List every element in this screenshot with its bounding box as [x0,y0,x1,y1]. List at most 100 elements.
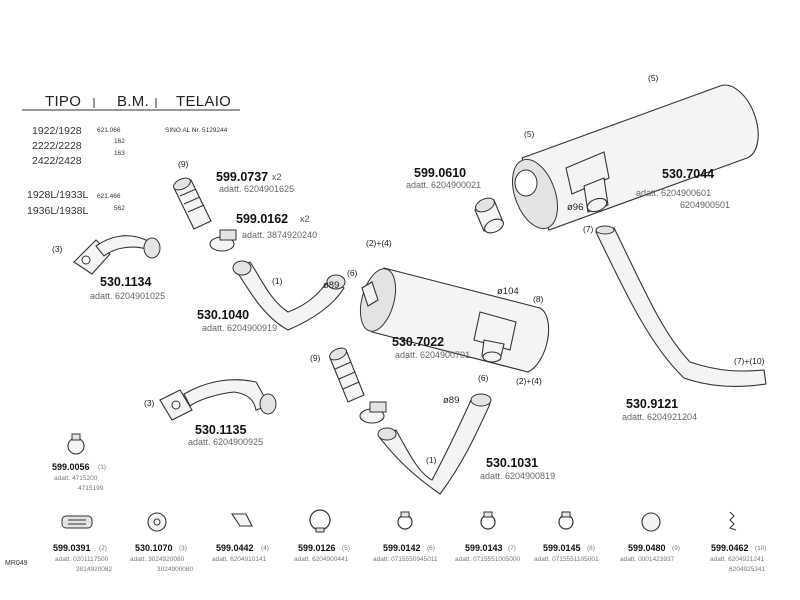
callout-6: (6) [347,268,358,278]
part-number-5309121: 530.9121 [626,397,679,411]
part-qty-5990737: x2 [272,172,282,182]
part-number-5990162: 599.0162 [236,212,289,226]
manifold-pipe-lower-drawing [159,379,277,421]
part-adatt-5301135: adatt. 6204900925 [188,437,264,447]
table-row-bm: 162 [114,138,125,145]
bottom-part-adatt2: 3024900080 [157,566,194,573]
bottom-part-ref: (8) [587,545,595,552]
part-adatt-5990056: adatt. 4715200 [54,475,98,482]
bottom-part-adatt: adatt. 3024920080 [130,556,185,563]
callout-2-4: (2)+(4) [366,238,392,248]
bottom-part-ref: (2) [99,545,107,552]
bottom-part-adatt2: 6204925341 [729,566,766,573]
callout-8: (8) [533,294,544,304]
callout-6: (6) [478,373,489,383]
part-adatt-5301134: adatt. 6204901025 [90,291,166,301]
table-header-bm: B.M. [117,93,150,110]
bottom-part-adatt2: 3814920082 [76,566,113,573]
table-row-bm: 163 [114,150,125,157]
table-row-bm: 621.066 [97,127,121,134]
table-row-telaio: SINO AL Nr. 5129244 [165,127,228,134]
bottom-part-adatt: adatt. 0001423937 [620,556,675,563]
part-number-5307022: 530.7022 [392,335,445,349]
callout-3: (3) [144,398,155,408]
bottom-part-adatt: adatt. 6204921241 [710,556,765,563]
part-number-5301135: 530.1135 [195,423,247,437]
bottom-part-number: 599.0145 [543,543,581,553]
table-row-tipo: 1922/1928 [32,125,82,137]
callout-1: (1) [426,455,437,465]
dimension-label: ø104 [497,286,519,297]
bottom-part-ref: (5) [342,545,350,552]
part-adatt-5307044: adatt. 6204900601 [636,188,712,198]
table-row-tipo: 2422/2428 [32,155,82,167]
bottom-part-ref: (9) [672,545,680,552]
bottom-part-ref: (7) [508,545,516,552]
bottom-part-number: 599.0143 [465,543,503,553]
pipe-1040-drawing [232,260,346,331]
bottom-part-ref: (4) [261,545,269,552]
tailpipe-drawing [595,225,767,388]
bottom-part-number: 530.1070 [135,543,173,553]
bottom-part-adatt: adatt. 0201117500 [55,556,109,563]
bottom-part-number: 599.0462 [711,543,749,553]
bottom-part-number: 599.0142 [383,543,421,553]
table-header-lines [22,98,240,111]
dimension-label: ø89 [443,395,460,406]
bottom-part-number: 599.0442 [216,543,254,553]
rear-muffler-drawing [512,84,759,231]
callout-5: (5) [648,73,659,83]
part-adatt-5990737: adatt. 6204901625 [219,184,295,194]
dimension-label: ø96 [567,202,584,213]
bottom-part-ref: (6) [427,545,435,552]
table-header-tipo: TIPO [45,93,82,110]
front-muffler-drawing [359,267,550,373]
table-row-tipo: 2222/2228 [32,140,82,152]
bottom-part-adatt: adatt. 6204900441 [294,556,349,563]
clamp-upper-drawing [209,229,237,252]
bottom-part-ref: (10) [755,545,767,552]
manifold-pipe-upper-drawing [73,235,161,275]
part-qty-5990162: x2 [300,214,310,224]
part-number-5990056: 599.0056 [52,462,90,472]
part-adatt-5307022: adatt. 6204900701 [395,350,471,360]
table-header-telaio: TELAIO [176,93,232,110]
part-adatt2-5990056: 4715199 [78,485,104,492]
bottom-part-adatt: adatt. 0715551105001 [534,556,599,563]
table-row-bm: 621.466 [97,193,121,200]
part-adatt-5301040: adatt. 6204900919 [202,323,278,333]
part-adatt-5309121: adatt. 6204921204 [622,412,698,422]
part-adatt-5301031: adatt. 6204900819 [480,471,556,481]
sleeve-drawing [474,197,504,234]
part-ref-5990056: (1) [98,464,106,471]
clamp-0056-drawing [67,433,85,455]
callout-7: (7) [583,224,594,234]
clamp-lower-drawing [359,401,387,424]
bottom-icons [61,509,737,533]
part-number-5990737: 599.0737 [216,170,269,184]
bottom-part-number: 599.0480 [628,543,666,553]
bottom-part-ref: (3) [179,545,187,552]
part-adatt-5990610: adatt. 6204900021 [406,180,482,190]
bottom-part-adatt: adatt. 0715551005000 [455,556,521,563]
pipe-1031-drawing [377,393,492,495]
part-number-5301040: 530.1040 [197,308,250,322]
bottom-part-number: 599.0126 [298,543,336,553]
diagram-code: MR049 [5,560,28,567]
table-row-tipo: 1936L/1938L [27,205,89,217]
callout-3: (3) [52,244,63,254]
callout-2-4: (2)+(4) [516,376,542,386]
part-adatt-5990162: adatt. 3874920240 [242,230,318,240]
table-row-bm: 562 [114,205,125,212]
table-row-tipo: 1928L/1933L [27,189,89,201]
callout-9: (9) [178,159,189,169]
part-number-5301031: 530.1031 [486,456,539,470]
part-number-5307044: 530.7044 [662,167,715,181]
flex-pipe-upper-drawing [173,177,212,230]
part-number-5990610: 599.0610 [414,166,467,180]
part-adatt2-5307044: 6204900501 [680,200,731,210]
callout-1: (1) [272,276,283,286]
callout-7-10: (7)+(10) [734,356,765,366]
bottom-part-number: 599.0391 [53,543,91,553]
